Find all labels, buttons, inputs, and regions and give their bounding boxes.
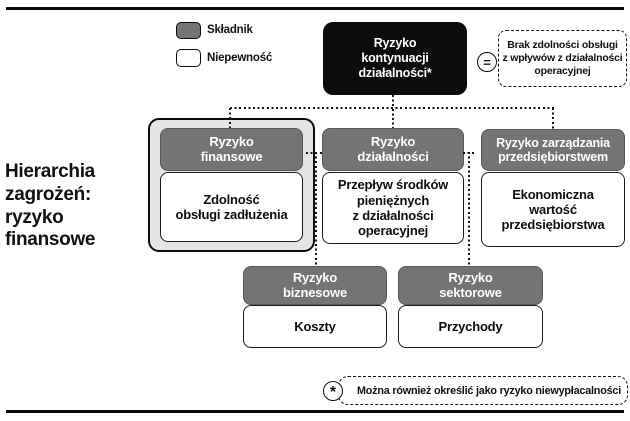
connector-level2-horizontal (230, 107, 554, 109)
node-financial-risk-header: Ryzyko finansowe (160, 128, 303, 171)
connector-root-to-level2 (392, 95, 394, 128)
node-sector-risk-header: Ryzyko sektorowe (398, 266, 543, 305)
connector-drop-business-risk (315, 152, 317, 266)
bottom-rule (6, 410, 624, 413)
legend-uncertainty-swatch (176, 49, 201, 67)
connector-drop-financial-risk (229, 108, 231, 128)
node-sector-risk-uncertainty: Przychody (398, 305, 543, 348)
legend-component-swatch (176, 22, 201, 39)
equals-icon: = (477, 52, 497, 72)
node-operations-risk-header: Ryzyko działalności (322, 128, 464, 171)
figure-title: Hierarchia zagrożeń: ryzyko finansowe (5, 161, 96, 251)
node-operations-risk-uncertainty: Przepływ środków pieniężnych z działalno… (322, 172, 464, 244)
connector-stub-left (306, 152, 322, 154)
node-enterprise-management-risk-uncertainty: Ekonomiczna wartość przedsiębiorstwa (481, 172, 625, 247)
node-enterprise-management-risk-header: Ryzyko zarządzania przedsiębiorstwem (481, 129, 625, 171)
node-business-risk-header: Ryzyko biznesowe (243, 266, 387, 305)
root-definition-box: Brak zdolności obsługi z wpływów z dział… (498, 30, 627, 87)
connector-drop-sector-risk (468, 152, 470, 266)
connector-drop-enterprise-management (552, 108, 554, 130)
node-business-risk-uncertainty: Koszty (243, 305, 387, 348)
legend-component-label: Składnik (207, 24, 253, 36)
legend-uncertainty-label: Niepewność (207, 52, 273, 64)
node-financial-risk-uncertainty: Zdolność obsługi zadłużenia (160, 172, 303, 242)
asterisk-icon: * (323, 381, 343, 401)
top-rule (6, 7, 624, 10)
footnote-box: Można również określić jako ryzyko niewy… (338, 376, 628, 405)
root-node-going-concern-risk: Ryzyko kontynuacji działalności* (323, 22, 467, 95)
